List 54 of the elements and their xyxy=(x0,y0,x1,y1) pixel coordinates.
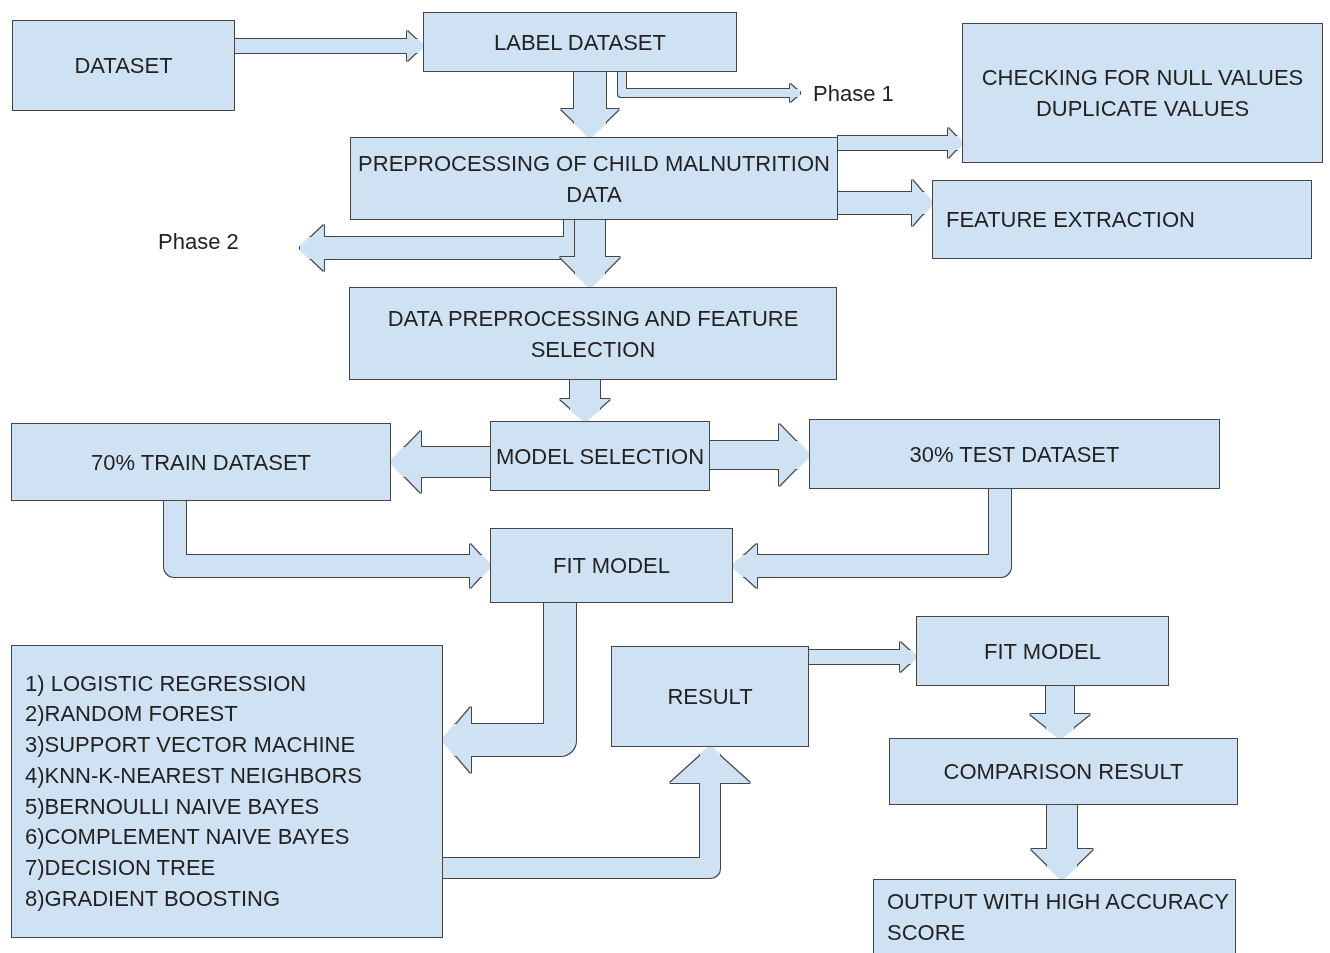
box-label: DATASET xyxy=(74,52,173,80)
box-label: MODEL SELECTION xyxy=(495,442,705,471)
process-box xyxy=(490,528,733,603)
block-arrow xyxy=(443,603,576,773)
box-label: 30% TEST DATASET xyxy=(909,440,1120,469)
box-label: FIT MODEL xyxy=(984,637,1101,666)
box-label: COMPARISON RESULT xyxy=(943,758,1184,786)
process-box xyxy=(809,419,1220,489)
block-arrow xyxy=(561,72,619,137)
box-label: PREPROCESSING OF CHILD MALNUTRITION DATA xyxy=(357,149,831,209)
process-box xyxy=(349,287,837,380)
process-box xyxy=(962,23,1323,163)
list-item: 2)RANDOM FOREST xyxy=(25,700,238,729)
process-box xyxy=(889,738,1238,805)
list-item: 1) LOGISTIC REGRESSION xyxy=(25,669,307,698)
block-arrow xyxy=(560,220,620,287)
process-box xyxy=(490,421,710,491)
box-label: DATA PREPROCESSING AND FEATURE SELECTION xyxy=(386,304,800,364)
process-box xyxy=(423,12,737,72)
block-arrow xyxy=(443,747,750,878)
block-arrow xyxy=(391,431,490,493)
process-box xyxy=(611,646,809,747)
process-box xyxy=(873,879,1236,953)
box-label: FIT MODEL xyxy=(553,552,670,580)
process-box xyxy=(932,180,1312,259)
block-arrow xyxy=(560,380,610,421)
list-box xyxy=(11,645,443,938)
block-arrow xyxy=(838,128,962,158)
phase-label: Phase 2 xyxy=(158,227,239,256)
list-item: 4)KNN-K-NEAREST NEIGHBORS xyxy=(25,761,362,790)
block-arrow xyxy=(838,180,932,226)
box-label: OUTPUT WITH HIGH ACCURACY SCORE xyxy=(887,888,1230,947)
process-box xyxy=(11,423,391,501)
block-arrow xyxy=(1031,805,1093,879)
list-item: 7)DECISION TREE xyxy=(25,853,216,882)
list-item: 5)BERNOULLI NAIVE BAYES xyxy=(25,792,320,821)
list-item: 6)COMPLEMENT NAIVE BAYES xyxy=(25,823,350,852)
block-arrow xyxy=(809,642,916,672)
list-item: 3)SUPPORT VECTOR MACHINE xyxy=(25,731,356,760)
process-box xyxy=(916,616,1169,686)
box-label: FEATURE EXTRACTION xyxy=(946,206,1195,234)
box-label: CHECKING FOR NULL VALUES DUPLICATE VALUES xyxy=(980,64,1305,123)
block-arrow xyxy=(164,501,490,588)
block-arrow xyxy=(733,489,1011,588)
block-arrow xyxy=(235,31,423,61)
block-arrow xyxy=(1030,686,1090,738)
box-label: LABEL DATASET xyxy=(494,28,666,57)
block-arrow xyxy=(710,424,809,486)
box-label: RESULT xyxy=(667,683,753,711)
list-item: 8)GRADIENT BOOSTING xyxy=(25,884,281,913)
process-box xyxy=(350,137,838,220)
process-box xyxy=(12,20,235,111)
phase-label: Phase 1 xyxy=(813,79,894,108)
box-label: 70% TRAIN DATASET xyxy=(90,448,312,477)
